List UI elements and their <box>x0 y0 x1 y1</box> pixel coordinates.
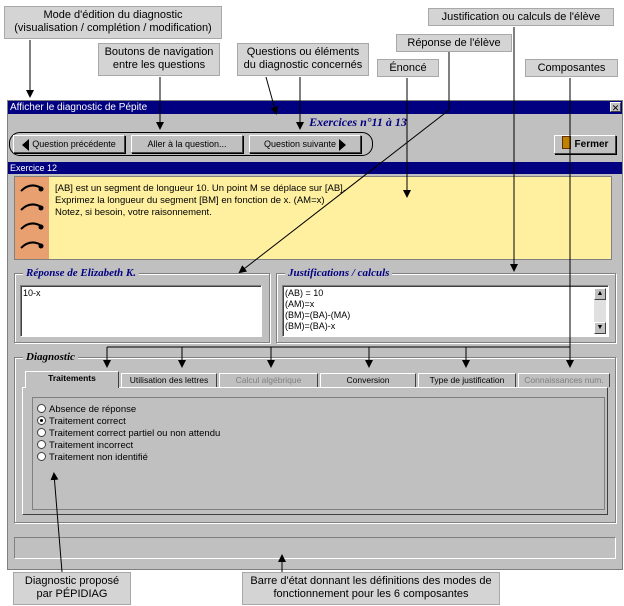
justification-line: (AM)=x <box>285 299 315 309</box>
radio-label: Traitement correct partiel ou non attend… <box>49 428 221 439</box>
navigation-group: Question précédente Aller à la question.… <box>9 132 373 156</box>
reponse-field[interactable]: 10-x <box>20 285 262 337</box>
close-button-label: Fermer <box>574 139 609 150</box>
scroll-up-icon[interactable]: ▲ <box>594 288 606 300</box>
radio-traitement-non-identifie[interactable]: Traitement non identifié <box>37 452 148 463</box>
radio-traitement-correct[interactable]: Traitement correct <box>37 416 126 427</box>
reponse-title: Réponse de Elizabeth K. <box>23 266 140 280</box>
callout-questions: Questions ou éléments du diagnostic conc… <box>237 43 369 76</box>
spiral-ring-icon <box>20 241 44 249</box>
exercise-name-bar: Exercice 12 <box>8 162 622 174</box>
callout-navigation: Boutons de navigation entre les question… <box>98 43 220 76</box>
callout-composantes: Composantes <box>525 59 618 77</box>
tab-connaissances-num[interactable]: Connaissances num. <box>518 373 610 387</box>
window-titlebar: Afficher le diagnostic de Pépite ✕ <box>8 101 622 114</box>
spiral-ring-icon <box>20 203 44 211</box>
exercise-name: Exercice 12 <box>10 163 58 173</box>
callout-reponse: Réponse de l'élève <box>396 34 512 52</box>
previous-question-button[interactable]: Question précédente <box>13 135 125 153</box>
arrow-left-icon <box>22 138 30 151</box>
tab-utilisation-lettres[interactable]: Utilisation des lettres <box>121 373 217 387</box>
radio-label: Absence de réponse <box>49 404 137 415</box>
enonce-text: [AB] est un segment de longueur 10. Un p… <box>55 183 345 219</box>
enonce-line: [AB] est un segment de longueur 10. Un p… <box>55 183 346 194</box>
radio-label: Traitement incorrect <box>49 440 134 451</box>
radio-label: Traitement non identifié <box>49 452 148 463</box>
radio-icon <box>37 452 46 461</box>
enonce-panel: [AB] est un segment de longueur 10. Un p… <box>14 176 612 260</box>
radio-label: Traitement correct <box>49 416 126 427</box>
radio-checked-icon <box>37 416 46 425</box>
exercise-range-title: Exercices n°11 à 13 <box>309 115 407 129</box>
status-bar <box>14 537 616 559</box>
spiral-ring-icon <box>20 222 44 230</box>
reponse-group: Réponse de Elizabeth K. 10-x <box>14 266 270 343</box>
justification-line: (BM)=(BA)-(MA) <box>285 310 351 320</box>
justifications-title: Justifications / calculs <box>285 266 393 280</box>
diagnostic-title: Diagnostic <box>23 350 78 364</box>
traitements-options-box <box>32 397 605 510</box>
justification-line: (BM)=(BA)-x <box>285 321 336 331</box>
radio-icon <box>37 428 46 437</box>
enonce-line: Exprimez la longueur du segment [BM] en … <box>55 195 325 206</box>
enonce-line: Notez, si besoin, votre raisonnement. <box>55 207 212 218</box>
door-icon <box>561 136 571 149</box>
tab-panel-traitements <box>22 387 608 515</box>
callout-diagnostic: Diagnostic proposé par PÉPIDIAG <box>13 572 131 605</box>
close-button[interactable]: Fermer <box>554 135 616 154</box>
goto-question-label: Aller à la question... <box>147 139 227 149</box>
callout-justification: Justification ou calculs de l'élève <box>428 8 614 26</box>
justifications-field[interactable]: (AB) = 10 (AM)=x (BM)=(BA)-(MA) (BM)=(BA… <box>282 285 609 337</box>
justifications-scrollbar[interactable]: ▲ ▼ <box>594 288 606 334</box>
callout-mode-edition: Mode d'édition du diagnostic (visualisat… <box>4 6 222 39</box>
goto-question-button[interactable]: Aller à la question... <box>131 135 243 153</box>
reponse-value: 10-x <box>23 288 41 298</box>
diagnostic-group: Diagnostic <box>14 350 616 523</box>
next-question-button[interactable]: Question suivante <box>249 135 361 153</box>
window-title: Afficher le diagnostic de Pépite <box>10 102 148 113</box>
radio-traitement-incorrect[interactable]: Traitement incorrect <box>37 440 133 451</box>
diagnostic-window: Afficher le diagnostic de Pépite ✕ Exerc… <box>7 100 623 570</box>
close-icon[interactable]: ✕ <box>610 102 621 113</box>
tab-type-justification[interactable]: Type de justification <box>418 373 516 387</box>
radio-traitement-partiel[interactable]: Traitement correct partiel ou non attend… <box>37 428 220 439</box>
tab-calcul-algebrique[interactable]: Calcul algébrique <box>219 373 318 387</box>
callout-enonce: Énoncé <box>377 59 439 77</box>
scroll-down-icon[interactable]: ▼ <box>594 322 606 334</box>
tab-traitements[interactable]: Traitements <box>25 371 119 388</box>
radio-absence-reponse[interactable]: Absence de réponse <box>37 404 136 415</box>
previous-question-label: Question précédente <box>32 139 116 149</box>
justifications-group: Justifications / calculs (AB) = 10 (AM)=… <box>276 266 616 343</box>
spiral-ring-icon <box>20 184 44 192</box>
callout-barre-etat: Barre d'état donnant les définitions des… <box>242 572 500 605</box>
next-question-label: Question suivante <box>263 139 337 149</box>
radio-icon <box>37 440 46 449</box>
justification-line: (AB) = 10 <box>285 288 324 298</box>
radio-icon <box>37 404 46 413</box>
tab-conversion[interactable]: Conversion <box>320 373 416 387</box>
arrow-right-icon <box>339 138 347 151</box>
